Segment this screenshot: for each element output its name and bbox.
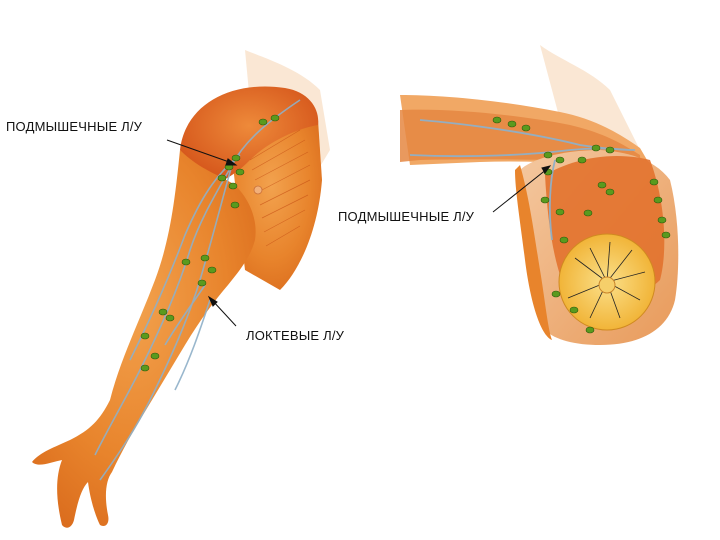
left-arm-figure [32,50,330,528]
label-axillary-nodes-breast: ПОДМЫШЕЧНЫЕ Л/У [338,209,475,224]
pointer-cubital [211,299,237,327]
pointer-axillary-right [492,168,548,213]
upper-arm-right [515,165,552,340]
right-lymph-nodes [492,116,671,334]
chest-fibers [249,129,311,247]
neck-skin-right [540,45,640,150]
torso-side [230,116,322,290]
nipple [253,185,263,195]
arm-lymph-nodes [140,114,280,372]
nipple-right [598,276,616,294]
pointer-lines [166,139,552,327]
label-cubital-nodes: ЛОКТЕВЫЕ Л/У [246,328,345,343]
label-axillary-nodes-arm: ПОДМЫШЕЧНЫЕ Л/У [6,119,143,134]
pointer-axillary-left [166,139,233,164]
right-breast-figure [400,45,679,345]
